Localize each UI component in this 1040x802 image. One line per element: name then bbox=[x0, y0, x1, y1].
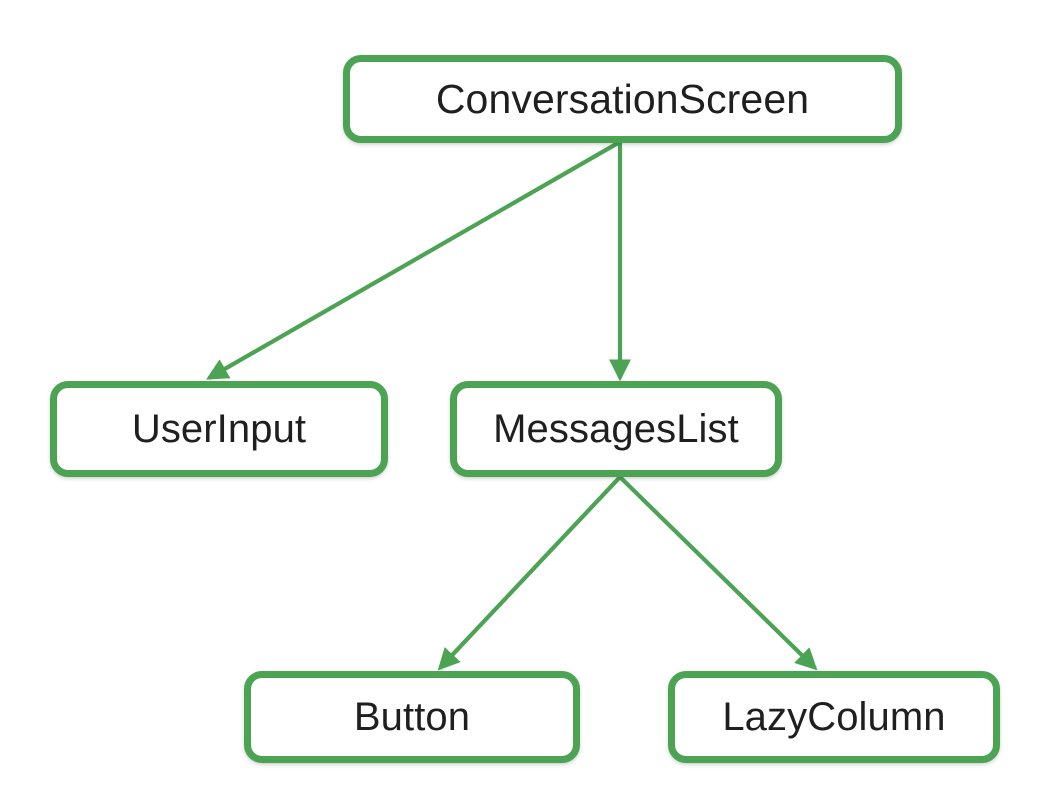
edge-conversationscreen-to-userinput bbox=[206, 141, 620, 380]
node-button-label: Button bbox=[353, 695, 471, 739]
node-button[interactable]: Button bbox=[244, 671, 580, 763]
node-conversationscreen-label: ConversationScreen bbox=[435, 75, 810, 122]
node-messageslist[interactable]: MessagesList bbox=[450, 381, 782, 477]
node-lazycolumn[interactable]: LazyColumn bbox=[668, 671, 1000, 763]
node-conversationscreen[interactable]: ConversationScreen bbox=[343, 55, 902, 143]
node-lazycolumn-label: LazyColumn bbox=[722, 695, 946, 739]
edge-messageslist-to-lazycolumn bbox=[618, 475, 818, 671]
node-userinput[interactable]: UserInput bbox=[50, 381, 388, 477]
node-userinput-label: UserInput bbox=[131, 407, 307, 451]
edge-messageslist-to-button bbox=[437, 475, 622, 671]
node-messageslist-label: MessagesList bbox=[493, 407, 739, 451]
